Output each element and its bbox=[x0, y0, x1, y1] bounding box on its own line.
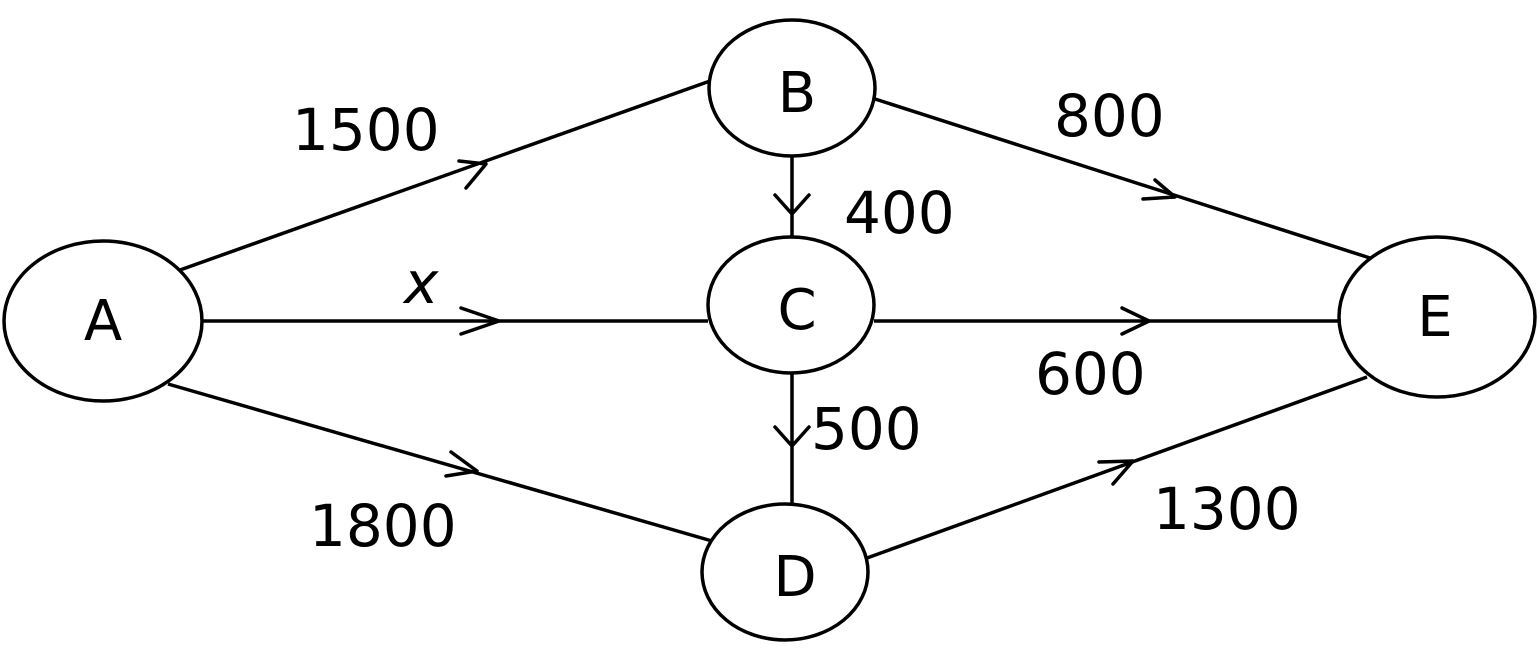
edge-d-e bbox=[866, 375, 1368, 560]
arrow-c-d bbox=[773, 425, 811, 448]
edge-label-b-c: 400 bbox=[844, 179, 955, 247]
arrow-c-e bbox=[1120, 306, 1151, 336]
arrow-b-e bbox=[1141, 178, 1177, 201]
edge-label-c-d: 500 bbox=[811, 395, 922, 463]
edge-a-b bbox=[179, 79, 711, 272]
edge-label-a-c: x bbox=[402, 249, 439, 317]
edges bbox=[167, 79, 1371, 560]
arrow-b-c bbox=[773, 193, 811, 216]
node-b: B bbox=[707, 18, 877, 158]
node-d: D bbox=[700, 502, 870, 642]
edge-label-b-e: 800 bbox=[1054, 82, 1165, 150]
arrow-d-e bbox=[1097, 459, 1135, 486]
node-d-label: D bbox=[773, 545, 816, 610]
node-c-label: C bbox=[777, 278, 816, 343]
edge-a-d bbox=[167, 382, 713, 543]
node-c: C bbox=[706, 235, 876, 375]
edge-b-e bbox=[874, 97, 1371, 260]
node-a: A bbox=[2, 239, 204, 403]
node-e-label: E bbox=[1417, 285, 1452, 350]
edge-label-d-e: 1300 bbox=[1153, 475, 1301, 543]
edge-label-c-e: 600 bbox=[1035, 340, 1146, 408]
edge-labels: 1500 x 1800 400 800 600 500 1300 bbox=[292, 82, 1301, 560]
arrowheads bbox=[444, 159, 1177, 486]
node-b-label: B bbox=[778, 61, 816, 126]
arrow-a-c bbox=[459, 306, 501, 336]
arrow-a-d bbox=[444, 450, 479, 478]
node-a-label: A bbox=[84, 289, 122, 354]
edge-label-a-d: 1800 bbox=[309, 492, 457, 560]
edge-label-a-b: 1500 bbox=[292, 96, 440, 164]
node-e: E bbox=[1337, 235, 1537, 399]
arrow-a-b bbox=[457, 159, 488, 190]
